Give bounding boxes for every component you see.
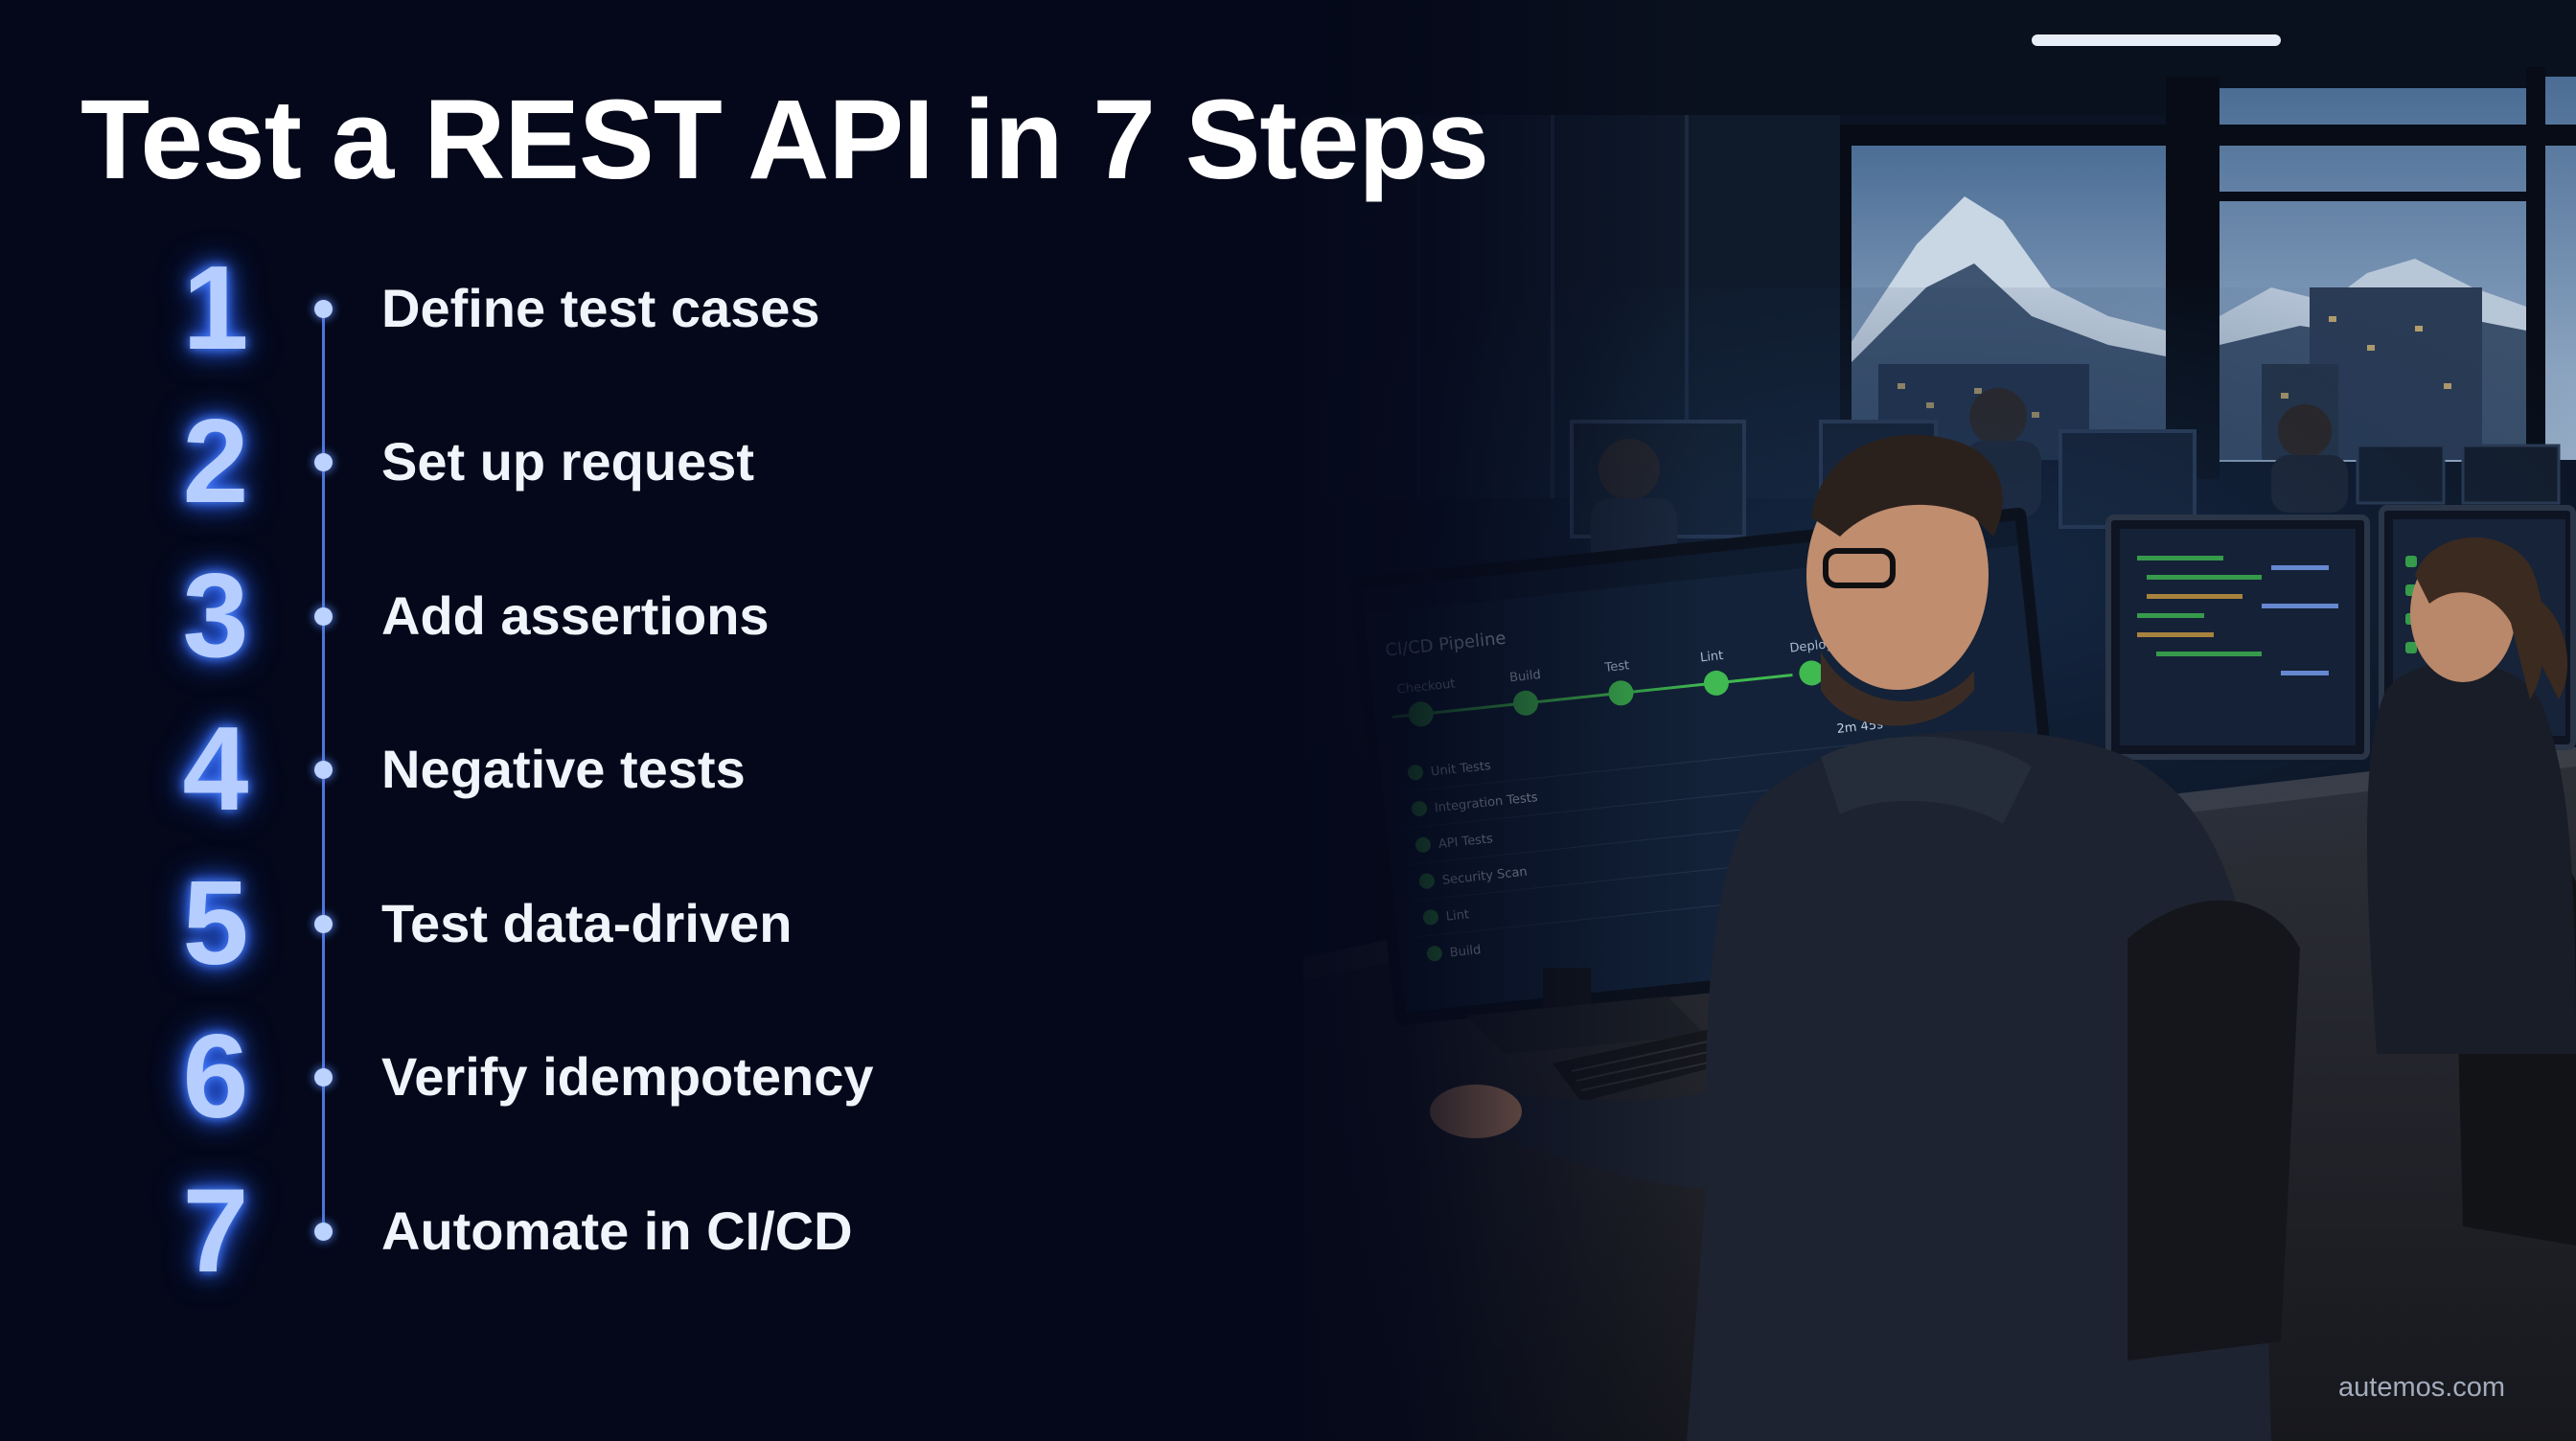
developer-figure [1430, 434, 2271, 1441]
step-5: 5 Test data-driven [0, 847, 1150, 1000]
step-number: 3 [182, 550, 249, 682]
step-label: Verify idempotency [381, 1046, 874, 1107]
step-7: 7 Automate in CI/CD [0, 1155, 1150, 1308]
step-number: 5 [182, 858, 249, 990]
step-label: Test data-driven [381, 893, 793, 953]
step-label: Add assertions [381, 585, 770, 646]
step-label: Define test cases [381, 278, 820, 338]
step-label: Automate in CI/CD [381, 1201, 853, 1261]
timeline-dot [314, 607, 333, 626]
timeline-dot [314, 915, 333, 933]
step-number: 7 [182, 1165, 249, 1297]
timeline-dot [314, 1223, 333, 1241]
step-3: 3 Add assertions [0, 539, 1150, 693]
office-photo: CI/CD Pipeline Checkout Build Test Lint … [1303, 0, 2576, 1441]
step-number: 1 [182, 242, 249, 375]
step-1: 1 Define test cases [0, 232, 1150, 385]
step-number: 2 [182, 396, 249, 528]
step-label: Set up request [381, 431, 754, 492]
step-2: 2 Set up request [0, 385, 1150, 538]
step-4: 4 Negative tests [0, 693, 1150, 846]
timeline-dot [314, 453, 333, 471]
step-6: 6 Verify idempotency [0, 1000, 1150, 1154]
photo-fade [1246, 0, 1706, 1441]
timeline-dot [314, 1068, 333, 1086]
svg-text:Deploy: Deploy [1789, 637, 1834, 656]
watermark: autemos.com [2338, 1372, 2506, 1403]
step-number: 4 [182, 703, 249, 835]
step-number: 6 [182, 1011, 249, 1143]
timeline-dot [314, 300, 333, 318]
timeline-dot [314, 761, 333, 779]
page-title: Test a REST API in 7 Steps [80, 77, 1489, 203]
step-label: Negative tests [381, 739, 746, 799]
